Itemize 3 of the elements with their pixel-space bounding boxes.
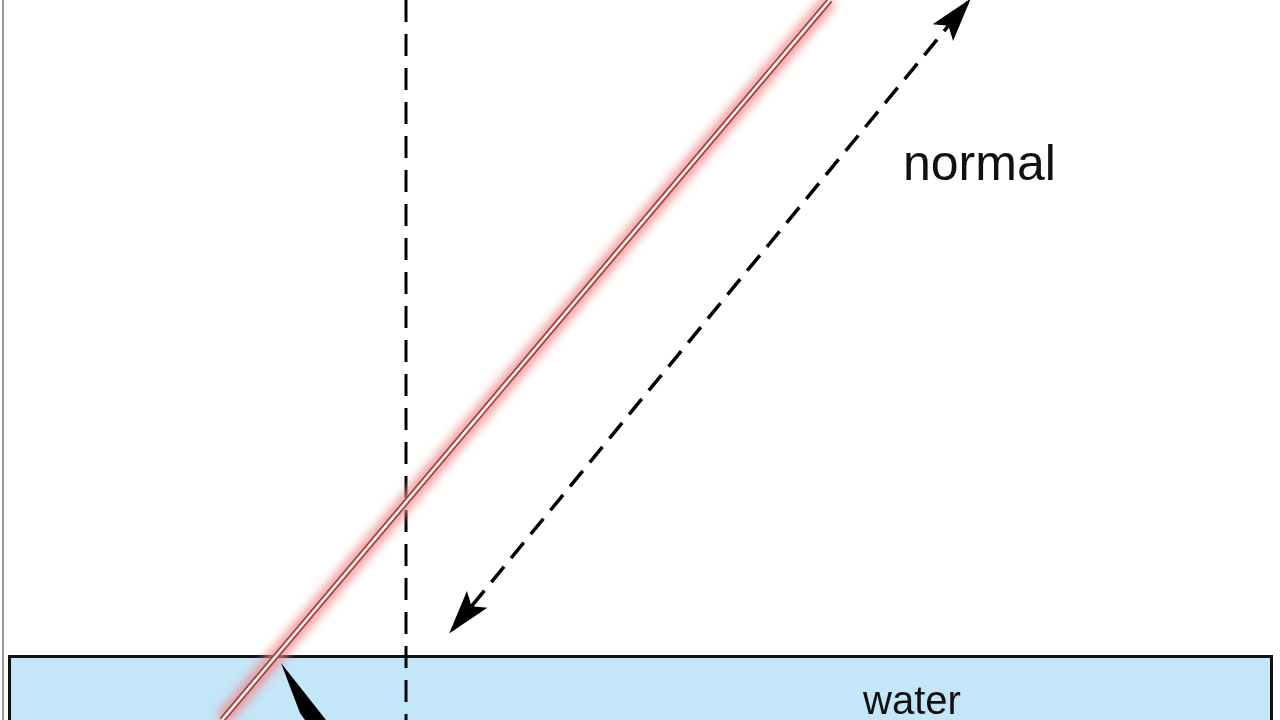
axis-label: normal [903,138,1056,188]
medium-label: water [863,680,961,720]
water-region [8,655,1273,720]
